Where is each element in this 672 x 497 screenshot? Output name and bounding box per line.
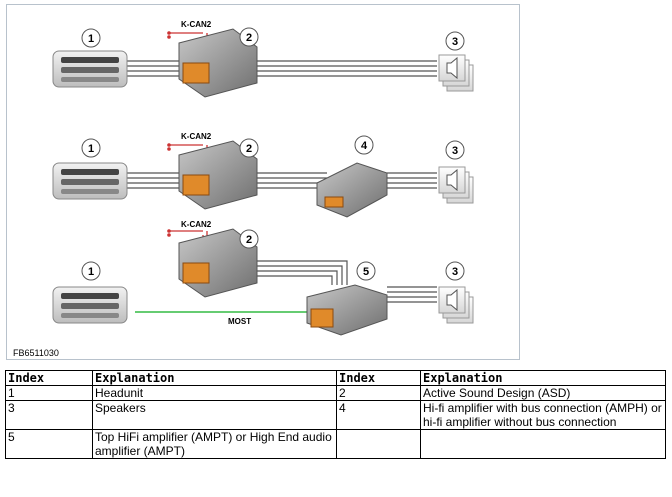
callout-3-label: 3	[452, 145, 458, 157]
callout-3: 3	[445, 261, 465, 281]
speaker-icon	[446, 288, 458, 312]
callout-2-label: 2	[246, 143, 252, 155]
callout-2: 2	[239, 229, 259, 249]
row-2: K-CAN2	[52, 132, 474, 218]
legend-row: 1 Headunit 2 Active Sound Design (ASD)	[5, 385, 666, 401]
header-index: Index	[336, 370, 421, 386]
legend-row: 5 Top HiFi amplifier (AMPT) or High End …	[5, 429, 666, 459]
speaker-icon	[446, 56, 458, 80]
speaker-group	[438, 166, 474, 204]
legend-index: 1	[5, 385, 93, 401]
callout-3-label: 3	[452, 36, 458, 48]
speaker-group	[438, 54, 474, 92]
callout-4: 4	[354, 135, 374, 155]
legend-explanation: Hi-fi amplifier with bus connection (AMP…	[420, 400, 666, 430]
legend-row: 3 Speakers 4 Hi-fi amplifier with bus co…	[5, 400, 666, 430]
callout-2: 2	[239, 27, 259, 47]
legend-index: 5	[5, 429, 93, 459]
row-1: K-CAN2 1	[52, 20, 474, 98]
speaker-group	[438, 286, 474, 324]
headunit	[52, 286, 128, 324]
legend-index: 4	[336, 400, 421, 430]
legend-explanation	[420, 429, 666, 459]
cable-bundle	[127, 172, 437, 189]
legend-index: 3	[5, 400, 93, 430]
header-index: Index	[5, 370, 93, 386]
cable-bundle	[127, 60, 437, 77]
callout-1: 1	[81, 138, 101, 158]
callout-1-label: 1	[88, 33, 94, 45]
callout-3: 3	[445, 140, 465, 160]
legend-explanation: Top HiFi amplifier (AMPT) or High End au…	[92, 429, 337, 459]
legend-explanation: Speakers	[92, 400, 337, 430]
headunit	[52, 50, 128, 88]
callout-2: 2	[239, 138, 259, 158]
legend-index: 2	[336, 385, 421, 401]
diagram-canvas: K-CAN2 1	[13, 20, 474, 358]
figure-id: FB6511030	[13, 348, 59, 358]
legend-explanation: Active Sound Design (ASD)	[420, 385, 666, 401]
legend-explanation: Headunit	[92, 385, 337, 401]
asd-module	[178, 228, 258, 298]
most-label: MOST	[228, 317, 251, 326]
most-wire	[135, 308, 315, 316]
callout-1-label: 1	[88, 143, 94, 155]
header-explanation: Explanation	[92, 370, 337, 386]
k-can2-label: K-CAN2	[181, 20, 212, 29]
callout-5: 5	[356, 261, 376, 281]
callout-3-label: 3	[452, 266, 458, 278]
callout-1-label: 1	[88, 266, 94, 278]
cable-bundle	[247, 260, 437, 303]
wiring-diagram: K-CAN2 1	[6, 4, 520, 360]
header-explanation: Explanation	[420, 370, 666, 386]
asd-module	[178, 28, 258, 98]
callout-2-label: 2	[246, 32, 252, 44]
speaker-icon	[446, 168, 458, 192]
row-3: MOST K-CAN2	[52, 220, 474, 336]
headunit	[52, 162, 128, 200]
ampt-amplifier	[306, 284, 388, 336]
callout-4-label: 4	[361, 140, 368, 152]
legend-header-row: Index Explanation Index Explanation	[5, 370, 666, 386]
asd-module	[178, 140, 258, 210]
legend-table: Index Explanation Index Explanation 1 He…	[5, 370, 666, 459]
callout-1: 1	[81, 28, 101, 48]
k-can2-label: K-CAN2	[181, 132, 212, 141]
callout-1: 1	[81, 261, 101, 281]
callout-2-label: 2	[246, 234, 252, 246]
callout-3: 3	[445, 31, 465, 51]
callout-5-label: 5	[363, 266, 369, 278]
amph-amplifier	[316, 162, 388, 218]
k-can2-label: K-CAN2	[181, 220, 212, 229]
legend-index	[336, 429, 421, 459]
